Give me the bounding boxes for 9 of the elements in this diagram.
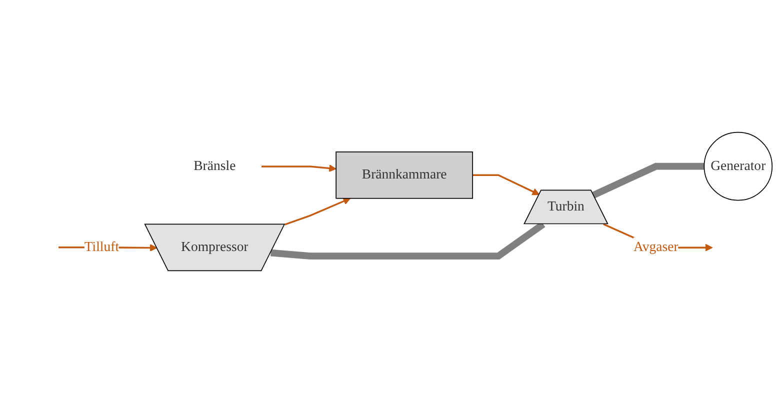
connector: [592, 162, 704, 198]
arrow: [472, 174, 540, 196]
arrow: [262, 164, 336, 172]
arrow: [284, 198, 351, 226]
node-circle: Generator: [704, 132, 773, 201]
edge-label: Avgaser: [633, 240, 678, 255]
edge-label: Tilluft: [84, 240, 120, 254]
node-box: Brännkammare: [336, 151, 473, 199]
node-text: Bränsle: [194, 158, 236, 174]
